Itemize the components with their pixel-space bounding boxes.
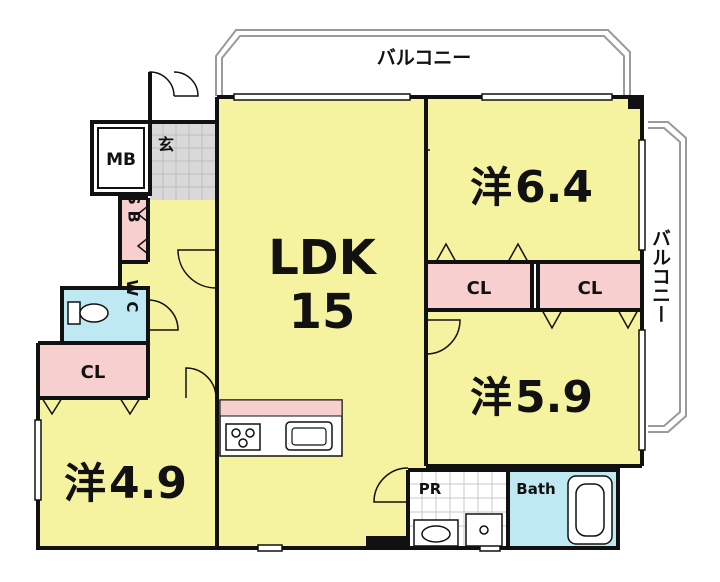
room-size: 5.9 bbox=[515, 372, 593, 423]
closet-door-marks bbox=[41, 205, 639, 416]
wc-label: W C bbox=[123, 280, 141, 313]
mb-inner bbox=[97, 127, 145, 189]
mb-label: MB bbox=[106, 150, 136, 170]
entrance-label: 玄 bbox=[158, 135, 174, 154]
closet-right bbox=[538, 262, 642, 310]
closet-mid bbox=[426, 262, 532, 310]
ldk-size: 15 bbox=[289, 284, 356, 340]
room-kind: 洋 bbox=[470, 373, 512, 422]
washbasin-icon bbox=[413, 519, 459, 547]
room-4-9 bbox=[38, 398, 216, 548]
door-swings bbox=[147, 71, 461, 503]
room-5-9 bbox=[426, 310, 642, 466]
closet-label: CL bbox=[467, 278, 492, 299]
windows bbox=[34, 93, 646, 552]
balcony-top bbox=[215, 29, 631, 96]
balcony-top-label: バルコニー bbox=[377, 47, 472, 69]
room-label-5-9: 洋 5.9 bbox=[470, 372, 593, 423]
bathtub-icon bbox=[567, 475, 613, 545]
room-6-4 bbox=[426, 97, 642, 262]
powder-room-label: PR bbox=[419, 480, 442, 498]
ldk-name: LDK bbox=[268, 230, 377, 286]
closet-left bbox=[38, 343, 148, 398]
toilet-icon bbox=[67, 301, 109, 325]
room-label-6-4: 洋 6.4 bbox=[470, 162, 593, 213]
room-kind: 洋 bbox=[64, 459, 106, 508]
room-kind: 洋 bbox=[470, 163, 512, 212]
wall-pillar-2 bbox=[366, 536, 408, 548]
shoe-box bbox=[120, 198, 148, 262]
washing-machine-pan-icon bbox=[465, 513, 503, 547]
room-size: 6.4 bbox=[515, 162, 593, 213]
wall-pillar bbox=[628, 97, 642, 109]
entrance-tiles bbox=[150, 122, 216, 200]
kitchen-backsplash bbox=[219, 399, 343, 417]
room-size: 4.9 bbox=[109, 458, 187, 509]
kitchen-sink-icon bbox=[285, 421, 333, 451]
closet-label: CL bbox=[578, 278, 603, 299]
balcony-right-label: バルコニー bbox=[649, 228, 671, 323]
balcony-right bbox=[648, 121, 687, 433]
room-label-4-9: 洋 4.9 bbox=[64, 458, 187, 509]
stove-icon bbox=[225, 423, 261, 451]
bath-label: Bath bbox=[516, 480, 555, 498]
shoe-box-label: S B bbox=[125, 193, 144, 222]
closet-label: CL bbox=[81, 362, 106, 383]
